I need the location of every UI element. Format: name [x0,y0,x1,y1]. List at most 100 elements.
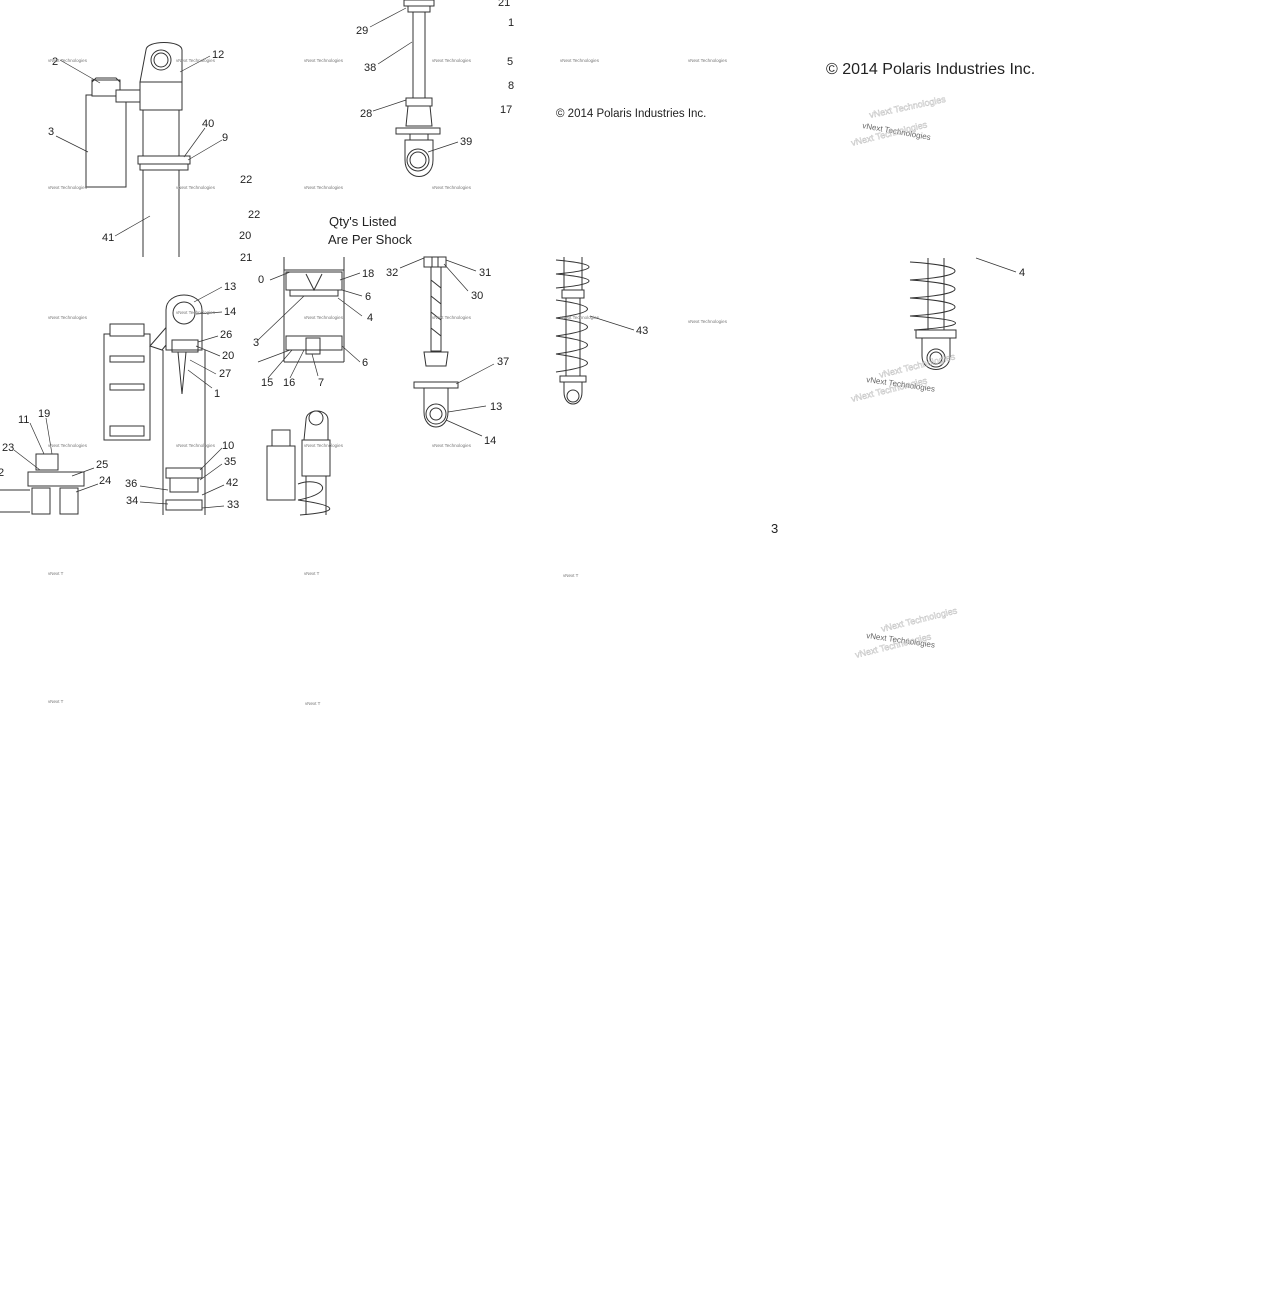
piston-stack-detail: 0 18 6 4 3 6 15 16 7 vNext Technologies … [253,257,374,516]
copyright-small: © 2014 Polaris Industries Inc. [556,108,706,120]
callout-7: 7 [318,377,324,389]
callout-42: 42 [226,477,238,489]
callout-9: 9 [222,132,228,144]
callout-13: 13 [224,281,236,293]
copyright-large: © 2014 Polaris Industries Inc. [826,61,1035,78]
shaft-eyelet-detail: 32 31 30 37 13 14 vNext Technologies vNe… [386,256,509,448]
spring-retainer [561,289,585,299]
callout-10: 10 [222,440,234,452]
shock-body-tube [142,109,180,159]
reservoir-cutaway [103,333,151,441]
callout-25: 25 [96,459,108,471]
shaft-top-cap [403,0,435,7]
lower-row-fragments: 3 vNext T vNext T vNext T vNext T vNext … [48,521,959,706]
callout-15: 15 [261,377,273,389]
spring-collar [137,155,191,165]
callout-30: 30 [471,290,483,302]
watermark-text-short: vNext T [48,571,64,576]
watermark-ghost: vNext Technologies [880,605,958,634]
callout-26: 26 [220,329,232,341]
reservoir-hose-fitting [115,89,141,103]
callout-22: 22 [240,174,252,186]
callout-12: 12 [212,49,224,61]
callout-29: 29 [356,25,368,37]
watermark-text-short: vNext T [305,701,321,706]
callout-35: 35 [224,456,236,468]
watermark-text: vNext Technologies [304,315,344,320]
callout-2: 2 [52,56,58,68]
watermark-text-short: vNext T [304,571,320,576]
callout-34: 34 [126,495,138,507]
callout-6: 6 [365,291,371,303]
callout-24: 24 [99,475,111,487]
watermark-text: vNext Technologies [304,185,344,190]
callout-5: 5 [507,56,513,68]
watermark-text: vNext Technologies [176,443,216,448]
callout-4-b: 4 [1019,267,1025,279]
callout-27: 27 [219,368,231,380]
shock-cutaway-body: 13 14 26 20 27 1 10 35 36 42 34 33 11 19… [0,281,239,515]
callout-8: 8 [508,80,514,92]
callout-39: 39 [460,136,472,148]
coil-spring-large [909,261,956,331]
watermark-text-short: vNext T [563,573,579,578]
rebound-piston [285,335,343,351]
watermark-text: vNext Technologies [48,185,88,190]
copyright-panel-small: © 2014 Polaris Industries Inc. vNext Tec… [556,58,728,120]
shaft-nut [423,256,447,268]
callout-20: 20 [239,230,251,242]
callout-37: 37 [497,356,509,368]
clevis-bushing [425,403,447,425]
watermark-text: vNext Technologies [304,58,344,63]
watermark-text: vNext Technologies [304,443,344,448]
watermark-text: vNext Technologies [432,58,472,63]
compression-piston [285,271,343,291]
watermark-text: vNext Technologies [688,58,728,63]
callout-33: 33 [227,499,239,511]
callout-36: 36 [125,478,137,490]
callout-31: 31 [479,267,491,279]
callout-1: 1 [508,17,514,29]
watermark-text: vNext Technologies [688,319,728,324]
callout-4: 4 [367,312,373,324]
spring-assembly-small: 43 vNext Technologies vNext Technologies [555,257,728,405]
callout-23: 23 [2,442,14,454]
watermark-text: vNext Technologies [432,315,472,320]
watermark-ghost: vNext Technologies [868,94,947,120]
callout-40: 40 [202,118,214,130]
callout-22-b: 22 [248,209,260,221]
callout-43: 43 [636,325,648,337]
needle-valve [177,351,187,395]
reservoir-body [85,94,127,188]
callout-20-b: 20 [222,350,234,362]
watermark-text: vNext Technologies [176,58,216,63]
callout-21-b: 21 [498,0,510,9]
shock-top-body [139,81,183,111]
watermark-text: vNext Technologies [48,443,88,448]
callout-11: 11 [18,414,29,426]
spring-assembly-large: 4 vNext Technologies vNext Technologies … [850,257,1025,404]
watermark-text: vNext Technologies [176,310,216,315]
bump-stop [405,97,433,107]
callout-2-b: 2 [0,467,4,479]
callout-38: 38 [364,62,376,74]
lower-spring-seat [395,127,441,135]
callout-16: 16 [283,377,295,389]
label-3-standalone: 3 [771,521,778,536]
callout-13-b: 13 [490,401,502,413]
callout-18: 18 [362,268,374,280]
note-qty-line2: Are Per Shock [328,232,412,247]
coil-spring-small [555,299,588,373]
watermark-text: vNext Technologies [176,185,216,190]
callout-0: 0 [258,274,264,286]
callout-14: 14 [224,306,236,318]
mini-reservoir [266,445,296,501]
watermark-text-short: vNext T [48,699,64,704]
copyright-panel-large: © 2014 Polaris Industries Inc. vNext Tec… [826,61,1035,148]
large-spring-seat [915,329,957,339]
watermark-text: vNext Technologies [48,315,88,320]
watermark-text: vNext Technologies [560,315,600,320]
mini-spring [297,481,331,516]
watermark-text: vNext Technologies [48,58,88,63]
